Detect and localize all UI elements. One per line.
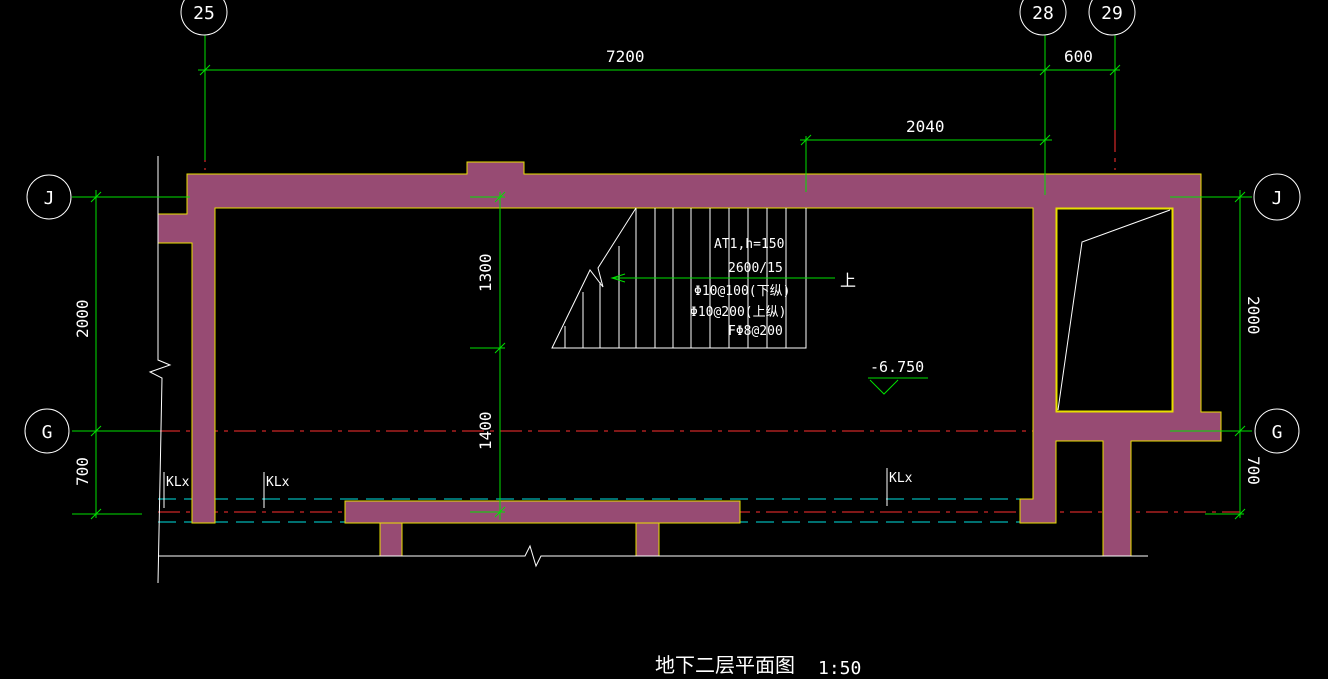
- axis-leaders: [72, 35, 1252, 432]
- beam-bottom: [344, 500, 741, 524]
- elevation-label: -6.750: [870, 358, 924, 376]
- axis-label-j-left: J: [44, 188, 55, 209]
- beam-label: KLx: [266, 475, 290, 490]
- room-void: [1056, 208, 1173, 412]
- dim-left-2000: 2000: [73, 299, 92, 338]
- drawing-title: 地下二层平面图 1:50: [655, 653, 861, 679]
- dim-1300: 1300: [476, 253, 495, 292]
- dim-middle: [470, 191, 506, 520]
- axis-label-28: 28: [1032, 3, 1054, 24]
- axis-bubbles: 25 28 29 J G J G: [24, 0, 1301, 454]
- dim-left: [72, 190, 142, 520]
- stair-arrow: [610, 273, 835, 283]
- axis-label-29: 29: [1101, 3, 1123, 24]
- dim-2040: 2040: [906, 117, 945, 136]
- scale-text: 1:50: [818, 658, 861, 679]
- axis-label-j-right: J: [1272, 188, 1283, 209]
- dim-1400: 1400: [476, 411, 495, 450]
- dimension-texts: 7200 600 2040 2000 700 2000 700 1300 140…: [73, 47, 1263, 486]
- break-lines: [148, 156, 1148, 584]
- beam-label: KLx: [889, 471, 913, 486]
- dim-top: [198, 64, 1121, 192]
- title-text: 地下二层平面图: [655, 653, 795, 677]
- beam-label: KLx: [166, 475, 190, 490]
- axis-label-25: 25: [193, 3, 215, 24]
- pier-right: [635, 522, 660, 557]
- stair-direction: 上: [840, 271, 856, 290]
- stair-note: AT1,h=150: [714, 237, 784, 252]
- pier-left: [379, 522, 403, 557]
- wall-outline: [157, 161, 1222, 557]
- stair-notes: AT1,h=150 2600/15 Φ10@100(下纵) Φ10@200(上纵…: [690, 237, 856, 339]
- dim-right-2000: 2000: [1244, 296, 1263, 335]
- beam-label-marks: KLx KLx KLx: [163, 468, 913, 508]
- stair-note: Φ10@200(上纵): [690, 305, 786, 320]
- dim-7200: 7200: [606, 47, 645, 66]
- axis-label-g-left: G: [42, 422, 53, 443]
- dim-left-700: 700: [73, 457, 92, 486]
- dim-right: [1205, 190, 1246, 520]
- axis-label-g-right: G: [1272, 422, 1283, 443]
- dim-right-700: 700: [1244, 456, 1263, 485]
- stair-note: 2600/15: [728, 261, 783, 276]
- stair-note: FΦ8@200: [728, 324, 783, 339]
- dim-600: 600: [1064, 47, 1093, 66]
- elevation-marker: -6.750: [868, 358, 928, 395]
- beam-lines: [158, 498, 1035, 523]
- stair-note: Φ10@100(下纵): [694, 284, 790, 299]
